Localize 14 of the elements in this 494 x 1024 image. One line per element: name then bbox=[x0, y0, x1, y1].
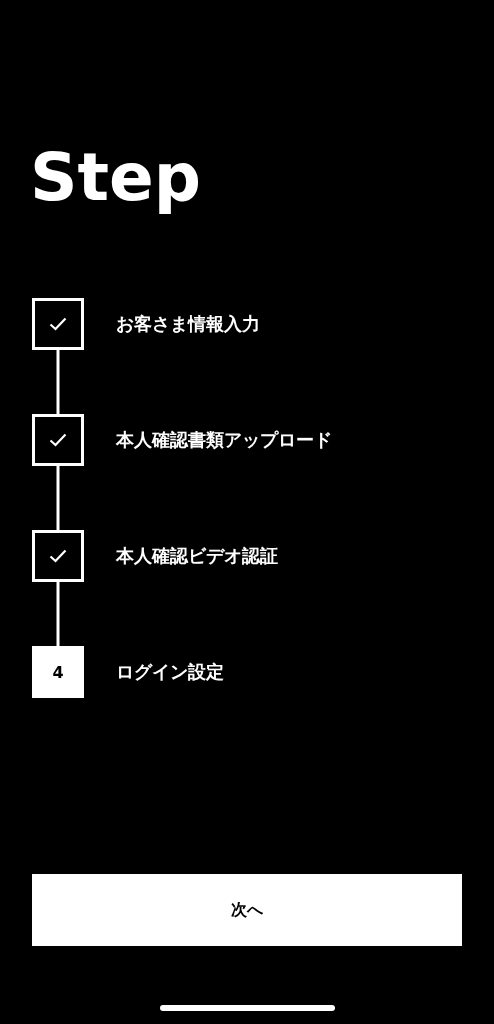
connector-line bbox=[56, 350, 60, 414]
connector-line bbox=[56, 466, 60, 530]
connector-line bbox=[56, 582, 60, 646]
completed-step-box bbox=[32, 414, 84, 466]
step-label: 本人確認ビデオ認証 bbox=[116, 544, 278, 568]
next-button: 次へ bbox=[32, 874, 462, 946]
step-number: 4 bbox=[52, 662, 64, 682]
completed-step-box bbox=[32, 530, 84, 582]
step-label: 本人確認書類アップロード bbox=[116, 428, 332, 452]
step-label: ログイン設定 bbox=[116, 660, 224, 684]
step-label: お客さま情報入力 bbox=[116, 312, 260, 336]
page-title: Step bbox=[30, 138, 202, 218]
completed-step-box bbox=[32, 298, 84, 350]
current-step-box bbox=[32, 646, 84, 698]
